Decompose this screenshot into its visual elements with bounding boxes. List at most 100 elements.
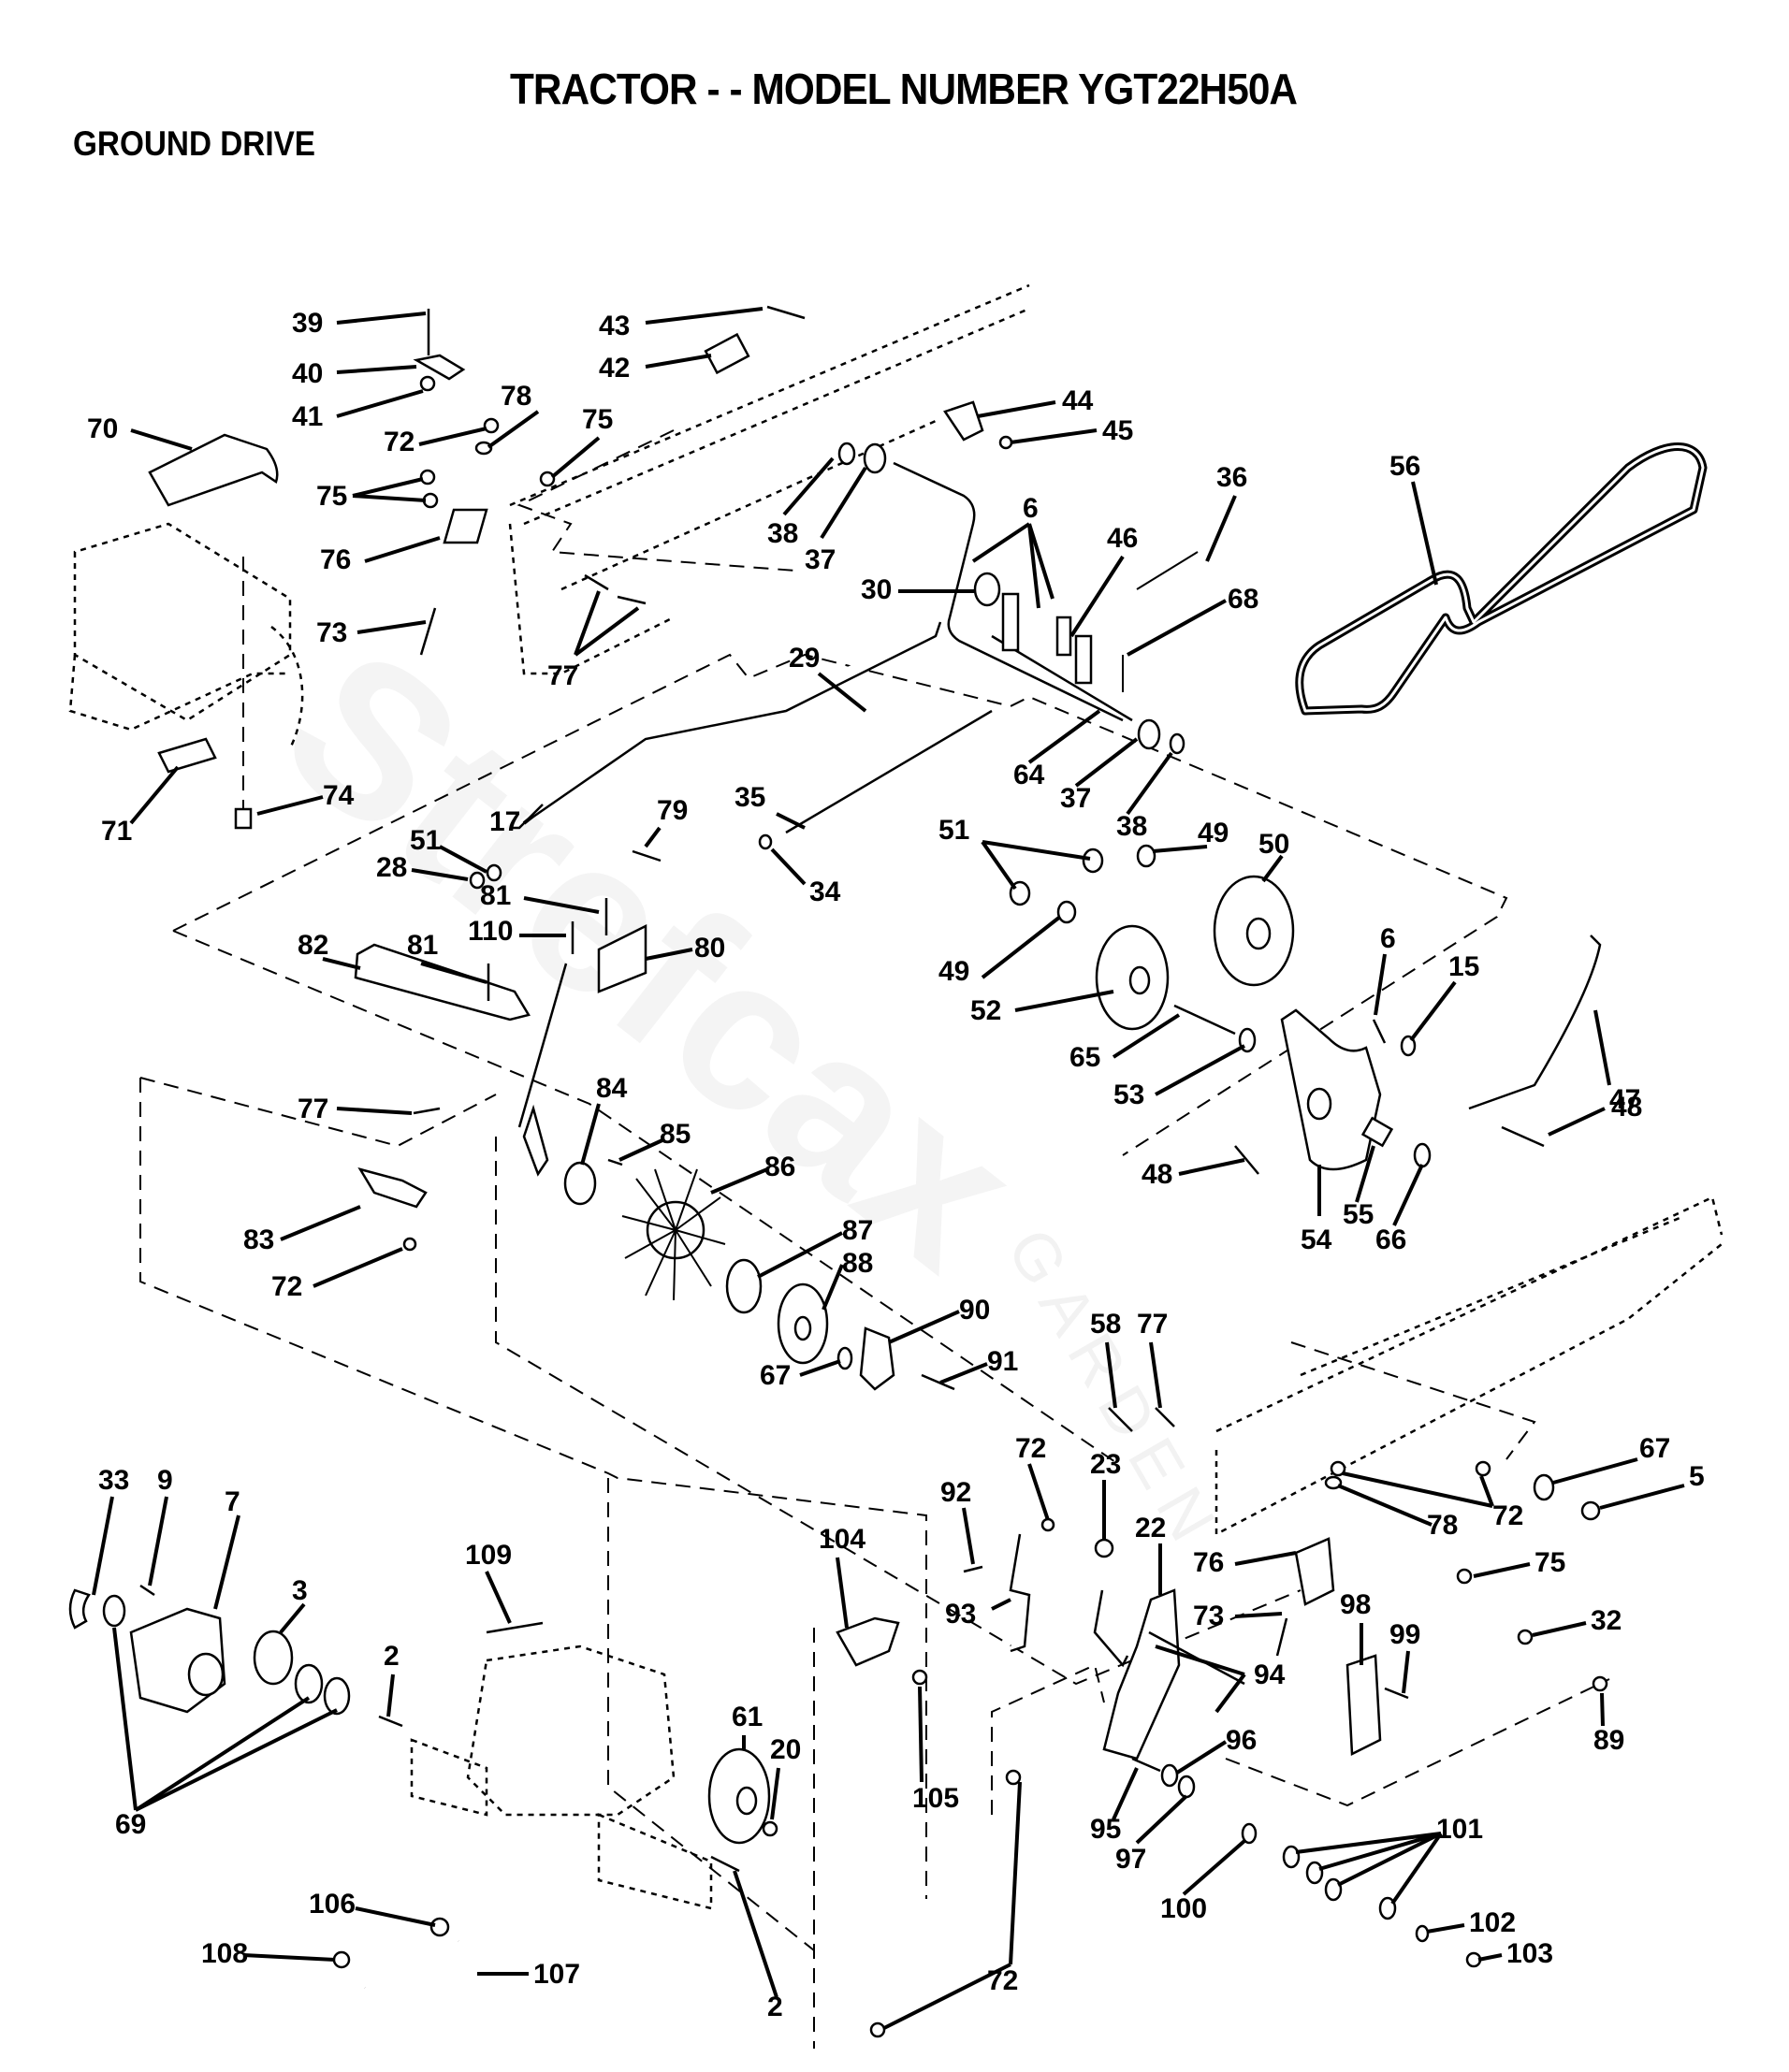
- part-number-label: 49: [1198, 818, 1229, 848]
- leader-line: [1593, 1009, 1611, 1086]
- callout-part-51: 51: [410, 825, 487, 874]
- guide-line-lever-box: [991, 1663, 1105, 1815]
- arm-plate: [1001, 592, 1020, 652]
- washer-49-upper: [1136, 844, 1156, 868]
- leader-line: [1390, 1832, 1443, 1905]
- leader-line: [1027, 523, 1040, 609]
- part-number-label: 32: [1591, 1605, 1622, 1636]
- part-number-label: 30: [861, 574, 892, 605]
- part-number-label: 72: [271, 1271, 302, 1302]
- hitch-bracket-assembly: [148, 309, 647, 830]
- part-number-label: 78: [501, 381, 531, 412]
- leader-line: [1599, 1484, 1685, 1510]
- bolt-77: [413, 1107, 441, 1115]
- leader-line: [1069, 555, 1125, 638]
- washer-49-lower: [1056, 900, 1077, 924]
- leader-line: [770, 1767, 780, 1820]
- leader-line: [1014, 990, 1114, 1012]
- bolt-73-top: [419, 607, 437, 656]
- leader-line: [1600, 1692, 1605, 1727]
- lower-rail-top: [1215, 1195, 1724, 1433]
- callout-part-86: 86: [710, 1152, 795, 1195]
- knob-23: [1094, 1538, 1114, 1558]
- hub-7-bore: [187, 1652, 225, 1697]
- callout-part-54: 54: [1301, 1165, 1332, 1255]
- leader-line: [1532, 1621, 1587, 1637]
- leader-line: [1477, 1953, 1503, 1962]
- callout-part-87: 87: [757, 1215, 873, 1279]
- callout-part-75: 75: [316, 477, 427, 512]
- part-number-label: 58: [1090, 1309, 1121, 1340]
- leader-line: [776, 812, 806, 830]
- guide-line-left-box: [139, 1078, 927, 1899]
- callout-part-99: 99: [1389, 1619, 1420, 1694]
- leader-line: [1374, 953, 1387, 1016]
- part-number-label: 37: [805, 544, 836, 575]
- callout-part-110: 110: [468, 916, 566, 947]
- leader-line: [645, 307, 764, 325]
- nut-72-link: [1040, 1517, 1055, 1532]
- callout-part-100: 100: [1160, 1839, 1246, 1924]
- part-number-label: 75: [1534, 1547, 1565, 1578]
- part-number-label: 67: [1639, 1433, 1670, 1464]
- leader-line: [352, 477, 424, 498]
- callout-part-77: 77: [547, 590, 640, 691]
- part-number-label: 104: [819, 1524, 865, 1555]
- hitch-plate-70: [148, 433, 279, 507]
- leader-line: [1205, 495, 1237, 562]
- bracket-46: [1055, 616, 1072, 657]
- leader-line: [1178, 1158, 1245, 1176]
- callout-part-40: 40: [292, 358, 417, 389]
- leader-line: [280, 1205, 361, 1241]
- callout-part-78: 78: [1337, 1484, 1458, 1541]
- callout-part-73: 73: [1193, 1601, 1283, 1631]
- fan-86: [621, 1168, 726, 1301]
- leader-line: [1182, 1839, 1246, 1896]
- leader-line: [1355, 1145, 1375, 1203]
- leader-line: [991, 1598, 1011, 1611]
- leader-line: [487, 410, 540, 449]
- leader-line: [364, 536, 441, 563]
- clamp-40: [413, 354, 466, 381]
- nut-72-bracket-83: [402, 1237, 417, 1252]
- nut-75-c: [539, 471, 556, 487]
- brake-linkage: [354, 849, 662, 1252]
- callout-part-71: 71: [101, 765, 180, 847]
- leader-line: [439, 845, 487, 874]
- callout-part-23: 23: [1090, 1449, 1121, 1539]
- leader-line: [645, 948, 693, 961]
- part-number-label: 96: [1226, 1725, 1257, 1756]
- callout-part-2: 2: [733, 1870, 783, 2022]
- bracket-98: [1345, 1654, 1382, 1756]
- part-number-label: 80: [694, 933, 725, 964]
- part-number-label: 78: [1427, 1510, 1458, 1541]
- part-number-label: 51: [410, 825, 441, 856]
- rod-35: [785, 709, 993, 834]
- part-number-label: 6: [1023, 493, 1039, 524]
- callout-part-64: 64: [1013, 709, 1101, 790]
- leader-line: [112, 1627, 138, 1811]
- leader-line: [1261, 854, 1284, 883]
- bushing-in-54: [1306, 1087, 1332, 1121]
- callout-part-52: 52: [970, 990, 1114, 1026]
- washer-97: [1177, 1775, 1196, 1799]
- part-number-label: 108: [201, 1938, 248, 1969]
- part-number-label: 92: [940, 1477, 971, 1508]
- part-number-label: 89: [1593, 1725, 1624, 1756]
- part-number-label: 15: [1448, 951, 1479, 982]
- callout-part-105: 105: [912, 1686, 959, 1814]
- leader-line: [1027, 1463, 1050, 1521]
- callout-part-35: 35: [735, 782, 806, 830]
- fender-curve: [270, 626, 304, 749]
- leader-line: [135, 1708, 338, 1812]
- callout-part-28: 28: [376, 852, 469, 883]
- leader-line: [1392, 1164, 1424, 1226]
- part-number-label: 76: [1193, 1547, 1224, 1578]
- bracket-83: [357, 1166, 428, 1209]
- leader-line: [574, 606, 640, 657]
- part-number-label: 56: [1389, 451, 1420, 482]
- transaxle-axle-right: [597, 1813, 713, 1910]
- part-number-label: 52: [970, 995, 1001, 1026]
- part-number-label: 17: [489, 806, 520, 837]
- part-number-label: 77: [547, 660, 578, 691]
